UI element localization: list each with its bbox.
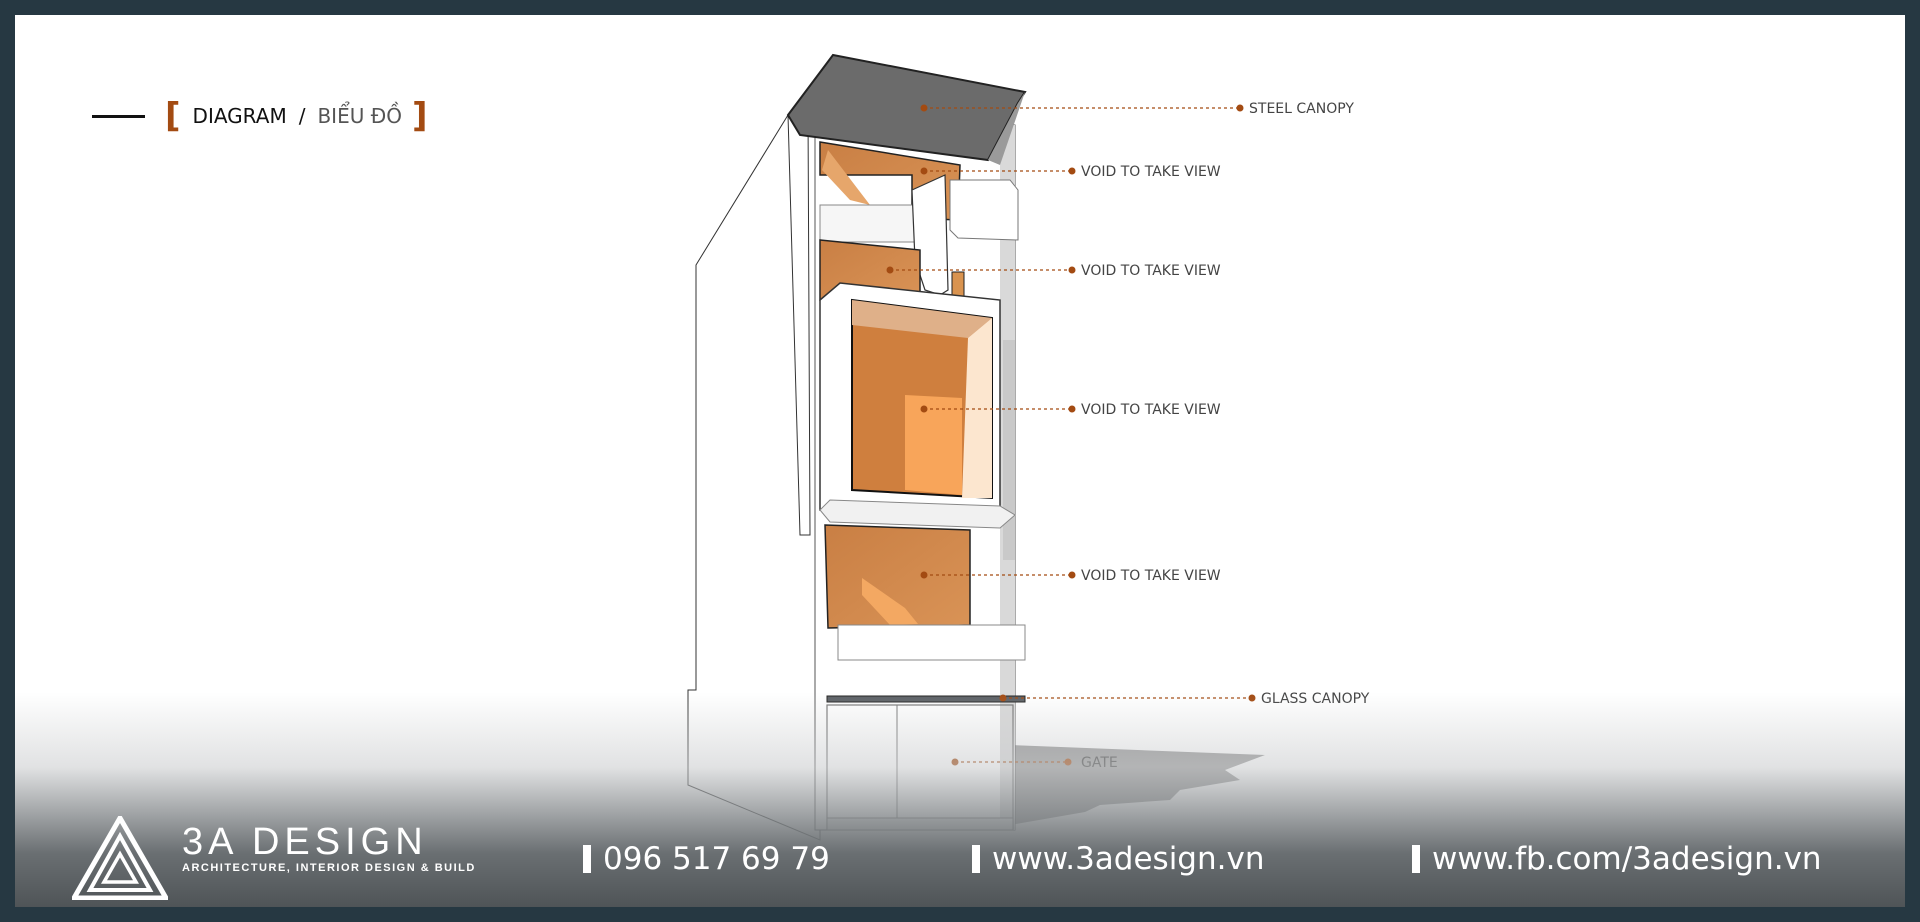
leader-dot <box>886 266 894 274</box>
leader-dot <box>1068 405 1076 413</box>
brand-block: 3A DESIGN ARCHITECTURE, INTERIOR DESIGN … <box>182 822 476 874</box>
leader-dot <box>1248 694 1256 702</box>
3a-triangle-logo-icon <box>72 816 168 900</box>
label-void-3: VOID TO TAKE VIEW <box>1081 402 1221 418</box>
facebook-bar-icon <box>1412 845 1420 873</box>
void-4-light <box>862 578 918 625</box>
phone-number: 096 517 69 79 <box>603 841 830 877</box>
leader-dot <box>1068 167 1076 175</box>
label-glass-canopy: GLASS CANOPY <box>1261 691 1370 707</box>
label-gate: GATE <box>1081 755 1118 771</box>
contact-website: www.3adesign.vn <box>972 841 1264 877</box>
heading-divider: / <box>298 104 306 128</box>
footer: 3A DESIGN ARCHITECTURE, INTERIOR DESIGN … <box>15 797 1905 907</box>
leader-dot <box>1064 758 1072 766</box>
void-3-top <box>852 300 992 338</box>
leader-dot <box>1236 104 1244 112</box>
column-shade-right <box>1003 340 1015 560</box>
facebook-url: www.fb.com/3adesign.vn <box>1432 841 1822 877</box>
phone-bar-icon <box>583 845 591 873</box>
sheet-heading: [ DIAGRAM / BIỂU ĐỒ ] <box>92 95 428 137</box>
leader-dot <box>920 571 928 579</box>
heading-close-bracket: ] <box>411 96 428 136</box>
mid-slab <box>819 499 1016 529</box>
heading-subtitle: BIỂU ĐỒ <box>317 104 402 128</box>
brand-tagline: ARCHITECTURE, INTERIOR DESIGN & BUILD <box>182 862 476 874</box>
leader-dot <box>999 694 1007 702</box>
contact-facebook: www.fb.com/3adesign.vn <box>1412 841 1822 877</box>
label-void-4: VOID TO TAKE VIEW <box>1081 568 1221 584</box>
void-3-right <box>962 318 992 498</box>
website-bar-icon <box>972 845 980 873</box>
heading-open-bracket: [ <box>165 96 181 136</box>
upper-box <box>949 179 1019 241</box>
website-url: www.3adesign.vn <box>992 841 1265 877</box>
leader-dot <box>1068 571 1076 579</box>
void-2-side <box>951 271 965 299</box>
label-void-1: VOID TO TAKE VIEW <box>1081 164 1221 180</box>
glass-canopy-shape <box>826 695 1026 703</box>
leader-dot <box>920 104 928 112</box>
lower-box <box>837 624 1026 661</box>
void-3-light <box>905 395 962 495</box>
steel-canopy-edge <box>988 92 1025 165</box>
heading-rule <box>92 114 145 118</box>
building-section-diagram: STEEL CANOPY VOID TO TAKE VIEW VOID TO T… <box>687 53 1370 841</box>
brand-name: 3A DESIGN <box>182 821 428 863</box>
void-1-light <box>822 150 870 205</box>
diagram-sheet: [ DIAGRAM / BIỂU ĐỒ ] <box>15 15 1905 907</box>
contact-phone: 096 517 69 79 <box>583 841 830 877</box>
leader-dot <box>920 167 928 175</box>
leader-dot <box>920 405 928 413</box>
label-void-2: VOID TO TAKE VIEW <box>1081 263 1221 279</box>
leader-dot <box>1068 266 1076 274</box>
leader-dot <box>951 758 959 766</box>
heading-title: DIAGRAM <box>192 104 287 128</box>
label-steel-canopy: STEEL CANOPY <box>1249 101 1354 117</box>
